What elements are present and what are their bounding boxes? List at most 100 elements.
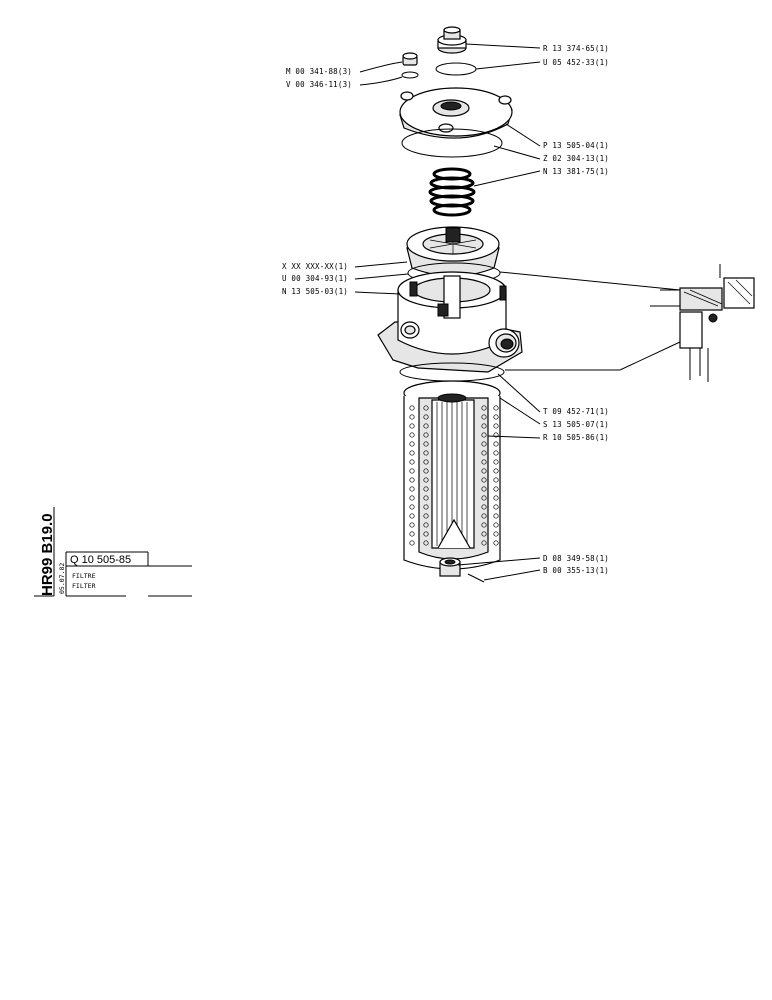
- perforation-hole: [423, 495, 429, 501]
- gasket-part: [401, 128, 503, 158]
- perforation-hole: [481, 522, 487, 528]
- label-u05452: U 05 452-33(1): [543, 58, 609, 67]
- label-n13505: N 13 505-03(1): [282, 287, 348, 296]
- label-n13381: N 13 381-75(1): [543, 167, 609, 176]
- label-t09452: T 09 452-71(1): [543, 407, 609, 416]
- perforation-hole: [409, 459, 415, 465]
- plug-part: [437, 26, 467, 54]
- perforation-hole: [493, 450, 499, 456]
- perforation-hole: [481, 504, 487, 510]
- perforation-hole: [423, 531, 429, 537]
- perforation-hole: [423, 423, 429, 429]
- perforation-hole: [481, 450, 487, 456]
- label-z02304: Z 02 304-13(1): [543, 154, 609, 163]
- perforation-hole: [409, 513, 415, 519]
- perforation-hole: [409, 531, 415, 537]
- perforation-hole: [493, 486, 499, 492]
- perforation-hole: [493, 513, 499, 519]
- perforation-hole: [493, 504, 499, 510]
- perforation-hole: [423, 405, 429, 411]
- label-m00341: M 00 341-88(3): [286, 67, 352, 76]
- label-s13505: S 13 505-07(1): [543, 420, 609, 429]
- part-name-fr: FILTRE: [72, 572, 96, 580]
- perforation-hole: [423, 522, 429, 528]
- perforation-hole: [423, 504, 429, 510]
- callout-leaders: [354, 43, 541, 581]
- perforation-hole: [481, 540, 487, 546]
- perforation-hole: [409, 441, 415, 447]
- perforation-hole: [409, 540, 415, 546]
- perforation-hole: [409, 522, 415, 528]
- perforation-hole: [493, 423, 499, 429]
- perforation-hole: [409, 486, 415, 492]
- label-u00304: U 00 304-93(1): [282, 274, 348, 283]
- perforation-hole: [493, 414, 499, 420]
- part-number: Q 10 505-85: [70, 554, 131, 566]
- perforation-hole: [423, 432, 429, 438]
- perforation-hole: [493, 495, 499, 501]
- detail-section: [499, 264, 755, 382]
- o-ring-part: [435, 62, 477, 76]
- perforation-hole: [481, 513, 487, 519]
- perforation-hole: [481, 405, 487, 411]
- perforation-hole: [423, 459, 429, 465]
- nut-washer-parts: [401, 52, 419, 79]
- title-block: HR99 B19.0 05.07.82 Q 10 505-85 FILTRE F…: [34, 507, 192, 597]
- perforation-hole: [409, 414, 415, 420]
- perforation-hole: [481, 531, 487, 537]
- perforation-hole: [409, 504, 415, 510]
- perforation-hole: [423, 477, 429, 483]
- perforation-hole: [493, 441, 499, 447]
- filter-bowl-part: [403, 380, 501, 570]
- perforation-hole: [423, 414, 429, 420]
- perforation-hole: [493, 468, 499, 474]
- drawing-date: 05.07.82: [58, 563, 66, 594]
- perforation-hole: [423, 441, 429, 447]
- perforation-hole: [493, 477, 499, 483]
- perforation-hole: [481, 432, 487, 438]
- perforation-hole: [481, 468, 487, 474]
- perforation-hole: [409, 477, 415, 483]
- perforation-hole: [409, 405, 415, 411]
- perforation-hole: [409, 423, 415, 429]
- perforation-hole: [409, 432, 415, 438]
- cover-plate-part: [399, 87, 513, 139]
- machine-code: HR99 B19.0: [39, 513, 56, 596]
- perforation-hole: [493, 531, 499, 537]
- perforation-hole: [409, 468, 415, 474]
- label-p13505: P 13 505-04(1): [543, 141, 609, 150]
- label-v00346: V 00 346-11(3): [286, 80, 352, 89]
- perforation-hole: [493, 540, 499, 546]
- perforation-pattern: [409, 405, 499, 546]
- perforation-hole: [493, 522, 499, 528]
- label-r13374: R 13 374-65(1): [543, 44, 609, 53]
- perforation-hole: [481, 441, 487, 447]
- filter-head-part: [377, 271, 523, 373]
- drain-plug-part: [467, 573, 485, 583]
- label-b00355: B 00 355-13(1): [543, 566, 609, 575]
- perforation-hole: [423, 513, 429, 519]
- perforation-hole: [481, 414, 487, 420]
- perforation-hole: [423, 486, 429, 492]
- callout-labels: R 13 374-65(1) U 05 452-33(1) M 00 341-8…: [282, 44, 609, 575]
- valve-cup-part: [406, 226, 500, 277]
- perforation-hole: [423, 450, 429, 456]
- perforation-hole: [423, 468, 429, 474]
- perforation-hole: [481, 486, 487, 492]
- perforation-hole: [481, 423, 487, 429]
- perforation-hole: [493, 432, 499, 438]
- perforation-hole: [481, 459, 487, 465]
- perforation-hole: [493, 405, 499, 411]
- label-xxx: X XX XXX-XX(1): [282, 262, 348, 271]
- part-name-en: FILTER: [72, 582, 96, 590]
- perforation-hole: [493, 459, 499, 465]
- spring-part: [428, 167, 476, 217]
- perforation-hole: [481, 495, 487, 501]
- perforation-hole: [481, 477, 487, 483]
- label-r10505: R 10 505-86(1): [543, 433, 609, 442]
- label-d08349: D 08 349-58(1): [543, 554, 609, 563]
- perforation-hole: [409, 495, 415, 501]
- perforation-hole: [423, 540, 429, 546]
- perforation-hole: [409, 450, 415, 456]
